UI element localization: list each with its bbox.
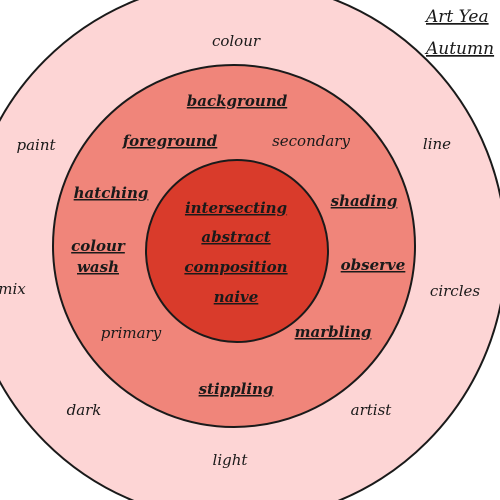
middle-word-marbling: marbling (295, 323, 372, 341)
outer-word-mix: mix (0, 280, 26, 298)
inner-circle (145, 159, 329, 343)
inner-word-naive: naive (214, 288, 259, 306)
outer-word-paint: paint (16, 136, 56, 154)
inner-word-composition: composition (184, 258, 287, 276)
outer-word-line: line (423, 135, 451, 153)
header-subtitle: Autumn (424, 39, 494, 59)
middle-word-observe: observe (341, 256, 406, 274)
outer-word-circles: circles (430, 282, 480, 300)
inner-word-abstract: abstract (201, 228, 270, 246)
outer-word-artist: artist (351, 401, 393, 419)
middle-word-wash: wash (77, 258, 119, 276)
middle-word-colour: colour (71, 237, 126, 255)
middle-word-background: background (187, 92, 288, 110)
outer-word-dark: dark (67, 401, 102, 419)
header-title: Art Yea (424, 7, 489, 27)
middle-word-secondary: secondary (272, 132, 350, 150)
middle-word-primary: primary (101, 324, 162, 342)
inner-word-intersecting: intersecting (185, 199, 287, 217)
middle-word-shading: shading (331, 192, 398, 210)
outer-word-light: light (213, 451, 249, 469)
middle-word-hatching: hatching (74, 184, 149, 202)
middle-word-foreground: foreground (122, 132, 218, 150)
outer-word-colour: colour (212, 32, 261, 50)
middle-word-stippling: stippling (199, 380, 274, 398)
